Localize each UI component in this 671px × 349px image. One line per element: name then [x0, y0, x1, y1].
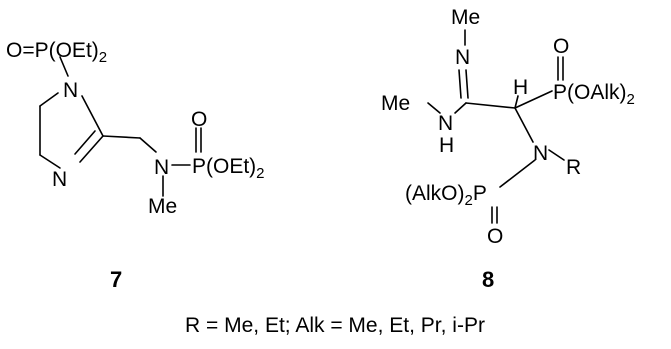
- compound-8-structure: Me N Me N H H O P(OAlk)2 N R (AlkO)2P O: [381, 6, 635, 248]
- bond-n-p-bottom: [499, 159, 536, 188]
- bond-nh-c: [454, 102, 467, 114]
- compound-7-number: 7: [110, 267, 122, 292]
- bond-imine-a: [465, 69, 469, 99]
- bond-ch-h: [514, 95, 519, 109]
- imine-n-label: N: [455, 46, 470, 69]
- central-n-label: N: [533, 142, 548, 165]
- phosphoryl-oxygen-top-label: O: [553, 35, 569, 58]
- bond-ch-p: [514, 90, 553, 109]
- compound-8-number: 8: [482, 267, 494, 292]
- bond-n3-c2-double: [74, 130, 96, 155]
- amine-n-label: N: [438, 112, 453, 135]
- imine-methyl-label: Me: [451, 6, 480, 29]
- bond-imine-b: [458, 69, 462, 99]
- phosphoryl-top-label: O=P(OEt)2: [6, 39, 107, 66]
- substituent-caption: R = Me, Et; Alk = Me, Et, Pr, i-Pr: [185, 314, 485, 337]
- bond-p-n1: [59, 56, 69, 77]
- bond-n3-c2: [79, 135, 104, 163]
- phosphoryl-oxygen-label: O: [191, 108, 207, 131]
- ring-n3-label: N: [52, 168, 67, 191]
- bond-c2-n1: [81, 95, 104, 137]
- amine-n-label: N: [154, 156, 169, 179]
- r-group-label: R: [566, 156, 581, 179]
- bond-n-r: [548, 149, 565, 161]
- phosphoryl-oxygen-bottom-label: O: [487, 225, 503, 248]
- ring-n1-label: N: [63, 79, 78, 102]
- bond-c-ch: [465, 102, 516, 109]
- amine-h-label: H: [439, 134, 454, 157]
- bond-ch-n: [514, 107, 534, 143]
- ch-h-label: H: [513, 76, 528, 99]
- compound-7-structure: O=P(OEt)2 N N N O P(OEt)2 Me: [6, 39, 265, 218]
- phosphoryl-top-label: P(OAlk)2: [553, 81, 635, 108]
- amine-methyl-label: Me: [381, 92, 410, 115]
- bond-me-nh: [427, 102, 441, 114]
- n-methyl-label: Me: [148, 195, 177, 218]
- phosphoryl-side-label: P(OEt)2: [192, 155, 265, 182]
- bond-ch2-n: [139, 137, 157, 153]
- bond-c2-ch2: [102, 135, 141, 139]
- bond-c4-n3: [39, 154, 61, 169]
- bond-n1-c5: [39, 92, 59, 107]
- phosphoryl-bottom-label: (AlkO)2P: [405, 182, 487, 209]
